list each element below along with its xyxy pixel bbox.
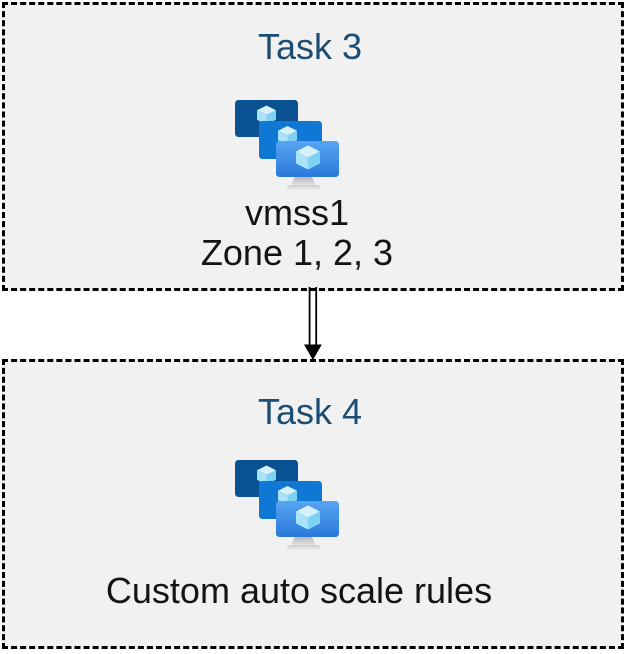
task3-labels: vmss1 Zone 1, 2, 3 — [0, 193, 605, 273]
down-arrow-connector — [304, 287, 322, 360]
task4-box: Task 4 Custom auto scale rules — [2, 359, 624, 649]
vmss-icon — [235, 460, 339, 550]
task4-labels: Custom auto scale rules — [0, 571, 607, 611]
vmss-icon — [235, 100, 339, 190]
task3-box: Task 3 vmss1 Zone 1, 2, 3 — [2, 2, 624, 291]
task4-title: Task 4 — [257, 391, 363, 432]
autoscale-rules-label: Custom auto scale rules — [105, 570, 493, 611]
zones-label: Zone 1, 2, 3 — [200, 232, 394, 273]
task3-title: Task 3 — [257, 26, 363, 67]
vmss-name-label: vmss1 — [244, 192, 349, 233]
